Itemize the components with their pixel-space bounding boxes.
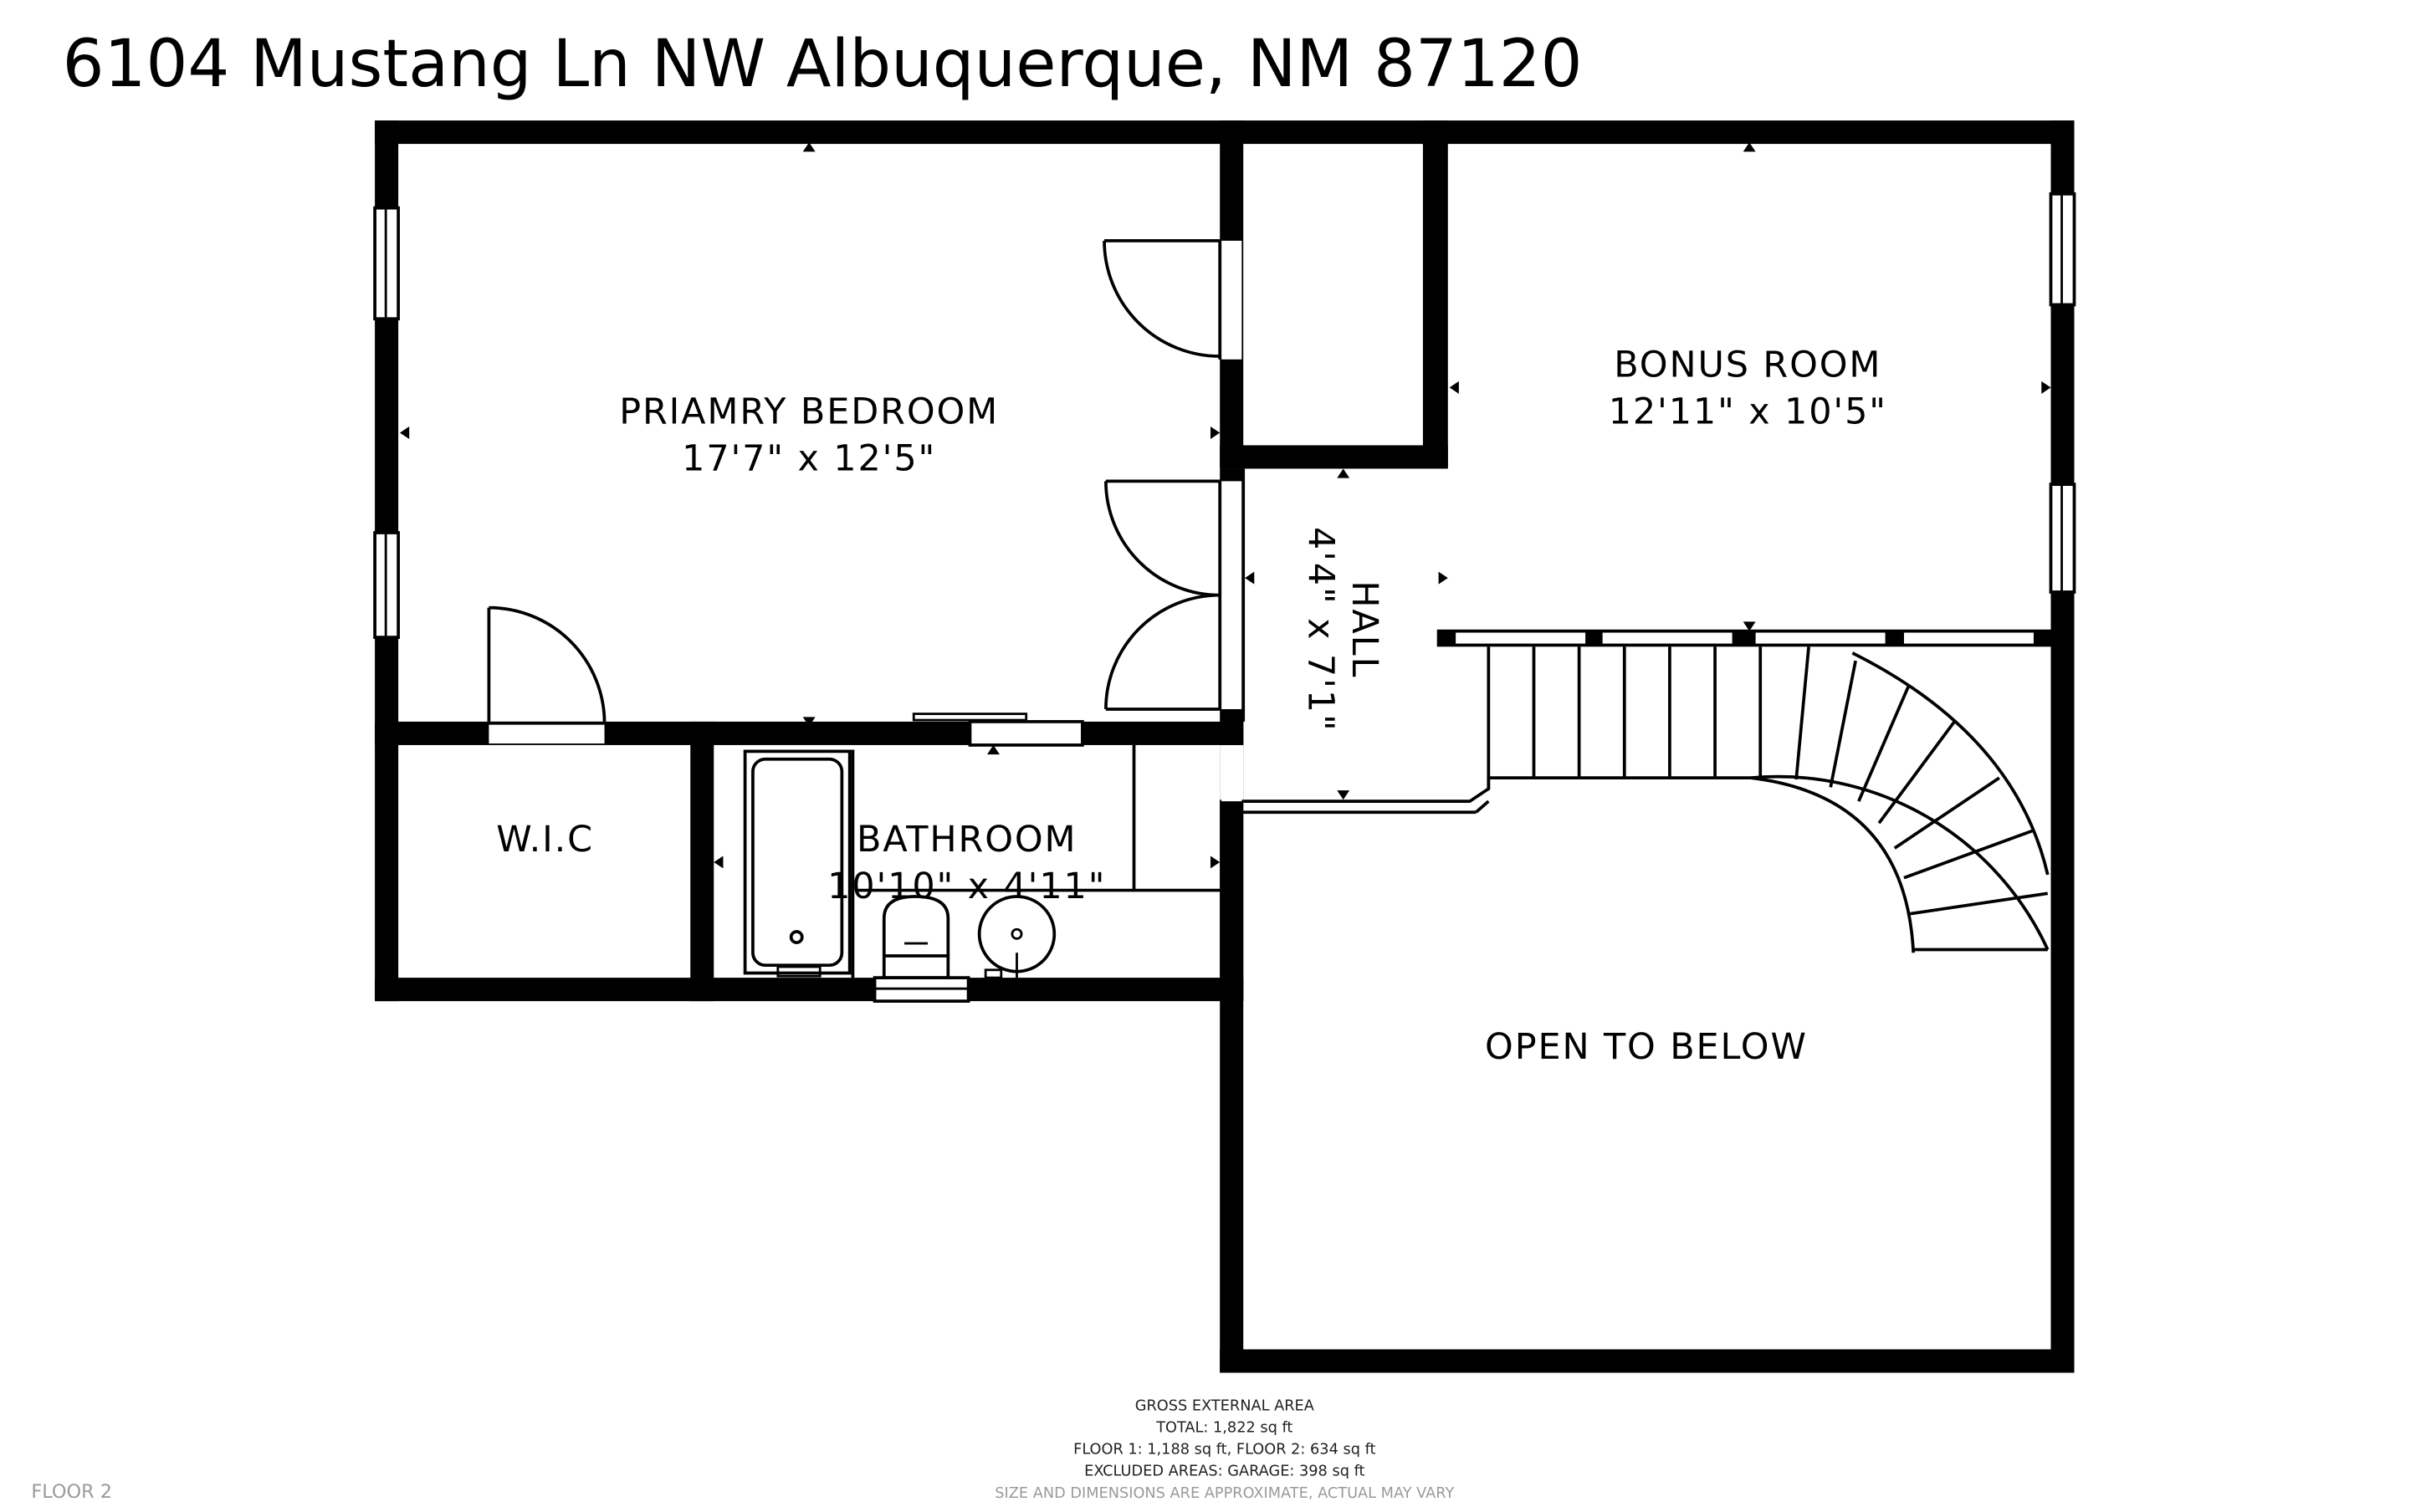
open-to-below-label: OPEN TO BELOW <box>1485 1026 1808 1068</box>
doors <box>487 238 1246 725</box>
area-total: TOTAL: 1,822 sq ft <box>1155 1419 1292 1436</box>
bathroom-dims: 10'10" x 4'11" <box>827 866 1106 907</box>
bonus-room-dims: 12'11" x 10'5" <box>1609 391 1887 432</box>
hall-dims: 4'4" x 7'1" <box>1300 527 1342 733</box>
stairs <box>1243 632 2050 953</box>
address-title: 6104 Mustang Ln NW Albuquerque, NM 87120 <box>63 26 1583 102</box>
dimension-markers <box>399 142 2051 869</box>
area-disclaimer: SIZE AND DIMENSIONS ARE APPROXIMATE, ACT… <box>995 1485 1454 1502</box>
area-floors: FLOOR 1: 1,188 sq ft, FLOOR 2: 634 sq ft <box>1073 1442 1375 1458</box>
primary-bedroom-dims: 17'7" x 12'5" <box>682 437 936 479</box>
wic-label: W.I.C <box>496 819 594 861</box>
area-excluded: EXCLUDED AREAS: GARAGE: 398 sq ft <box>1084 1463 1364 1480</box>
bathroom-label: BATHROOM <box>857 819 1077 861</box>
floor-label: FLOOR 2 <box>31 1481 112 1503</box>
hall-label: HALL <box>1344 580 1385 678</box>
bath-fixtures <box>743 713 1221 979</box>
area-heading: GROSS EXTERNAL AREA <box>1135 1397 1314 1414</box>
primary-bedroom-label: PRIAMRY BEDROOM <box>619 391 999 432</box>
bonus-room-label: BONUS ROOM <box>1614 344 1881 386</box>
